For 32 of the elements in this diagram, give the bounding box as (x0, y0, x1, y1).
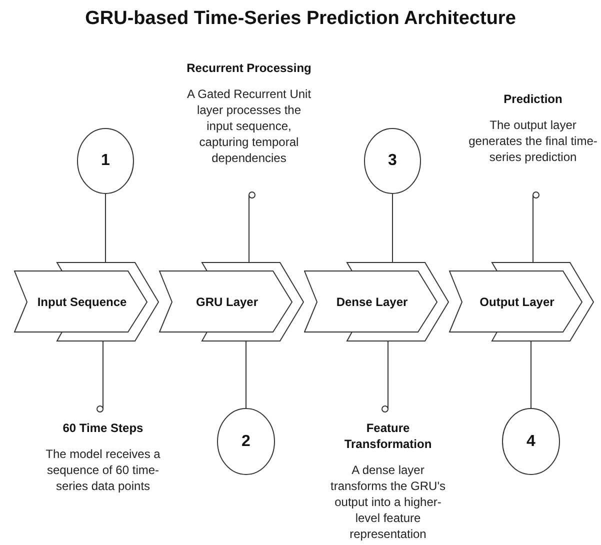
step-label: Input Sequence (37, 294, 127, 308)
connector-line (392, 194, 393, 262)
callout-description: A Gated Recurrent Unit layer processes the input sequence, capturing temporal dependencies (186, 86, 312, 166)
leader-line (532, 192, 540, 262)
step-number-circle (77, 128, 134, 194)
step-number-circle (502, 408, 560, 475)
leader-line (96, 340, 104, 412)
step-number: 4 (526, 432, 536, 450)
step-number: 1 (101, 152, 110, 170)
chevron-step (14, 262, 159, 341)
callout-heading: Recurrent Processing (186, 60, 312, 76)
chevron-step (304, 262, 449, 341)
step-label: GRU Layer (196, 294, 258, 308)
callout-description: The model receives a sequence of 60 time-series data points (44, 446, 162, 494)
step-label: Output Layer (480, 294, 554, 308)
chevron-step (159, 262, 304, 341)
step-label: Dense Layer (336, 294, 408, 308)
step-number-circle (217, 408, 275, 475)
connector-line (530, 340, 532, 408)
step-number: 2 (242, 432, 250, 450)
chevron-step (449, 262, 594, 341)
callout-heading: Feature Transformation (343, 420, 433, 452)
callout-description: The output layer generates the final time-series prediction (468, 117, 598, 165)
callout-heading: Prediction (504, 91, 562, 107)
leader-line (248, 192, 256, 262)
connector-line (105, 194, 106, 262)
callout-description: A dense layer transforms the GRU's output into a higher-level feature representation (330, 462, 446, 542)
leader-line (382, 340, 388, 412)
callout-heading: 60 Time Steps (62, 420, 144, 436)
step-number: 3 (388, 152, 397, 170)
step-number-circle (364, 128, 421, 194)
diagram-title: GRU-based Time-Series Prediction Architecture (84, 8, 517, 30)
